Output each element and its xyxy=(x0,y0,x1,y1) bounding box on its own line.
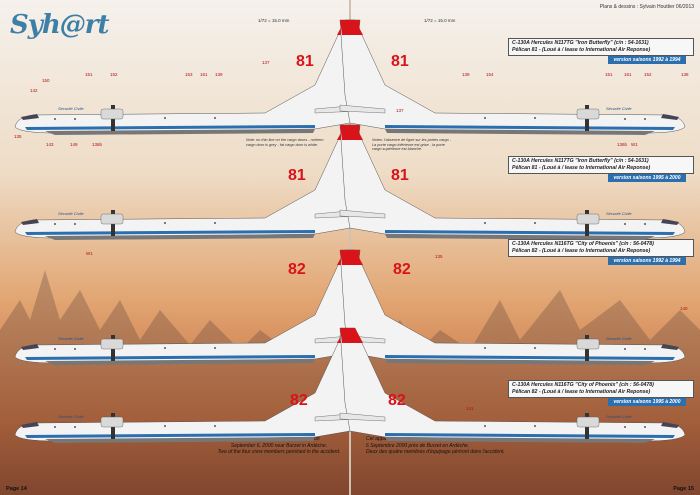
page-number-right: Page 15 xyxy=(673,486,694,492)
version-label-4: version saisons 1995 à 2000 xyxy=(608,398,686,406)
tail-number-right-4: 82 xyxy=(388,392,406,409)
sticker-right-3: Sécurité Civile xyxy=(606,336,632,341)
callout: 149 xyxy=(70,142,78,147)
aircraft-left-3 xyxy=(14,249,361,366)
title-line2: Pélican 82 - (Loué à / lease to Internat… xyxy=(512,389,651,395)
logo: Syh@rt xyxy=(10,10,109,40)
sticker-left-3: Sécurité Civile xyxy=(58,336,84,341)
sticker-right-2: Sécurité Civile xyxy=(606,211,632,216)
callout: 143 xyxy=(46,142,54,147)
callout: 139 xyxy=(215,72,223,77)
callout: 154 xyxy=(486,72,494,77)
callout: 140 xyxy=(680,306,688,311)
footnote-right-line: Deux des quatre membres d'équipage périr… xyxy=(366,449,505,455)
title-box-1: C-130A Hercules N117TG "Iron Butterfly" … xyxy=(508,38,694,56)
callout: 136b xyxy=(617,142,628,147)
scale-right: 1/72 = 15.0 mm xyxy=(424,18,456,23)
version-label-1: version saisons 1992 à 1994 xyxy=(608,56,686,64)
title-line2: Pélican 81 - (Loué à / lease to Internat… xyxy=(512,47,651,53)
aircraft-right-3 xyxy=(339,249,686,366)
callouts-left: 150 151 152 153 161 139 137 142 143 149 … xyxy=(14,60,270,256)
callout: W1 xyxy=(631,142,638,147)
aircraft-left-2 xyxy=(14,124,361,241)
page-number-left: Page 14 xyxy=(6,486,27,492)
tail-number-right-3: 82 xyxy=(393,261,411,278)
title-line2: Pélican 82 - (Loué à / lease to Internat… xyxy=(512,248,651,254)
version-label-2: version saisons 1995 à 2000 xyxy=(608,174,686,182)
callout: 141 xyxy=(466,406,474,411)
callout: 138 xyxy=(681,72,689,77)
note-left: Note: no thin line on the cargo doors - … xyxy=(246,138,324,147)
title-line1: C-130A Hercules N116TG "City of Phoenix"… xyxy=(512,382,654,388)
title-box-4: C-130A Hercules N116TG "City of Phoenix"… xyxy=(508,380,694,398)
callout: 150 xyxy=(42,78,50,83)
sticker-left-1: Sécurité Civile xyxy=(58,106,84,111)
callout: 152 xyxy=(644,72,652,77)
credit: Plans & dessins : Sylvain Houttier 06/20… xyxy=(599,4,694,10)
callout: 139 xyxy=(462,72,470,77)
callout: 142 xyxy=(30,88,38,93)
sticker-right-4: Sécurité Civile xyxy=(606,414,632,419)
tail-number-left-1: 81 xyxy=(296,53,314,70)
callout: 137 xyxy=(262,60,270,65)
footnote-right-line: 6 Septembre 2000 près de Burzet en Ardèc… xyxy=(366,442,470,449)
callout: 135 xyxy=(435,254,443,259)
title-line2: Pélican 81 - (Loué à / lease to Internat… xyxy=(512,165,651,171)
callout: 136b xyxy=(92,142,103,147)
callout: 153 xyxy=(185,72,193,77)
version-label-3: version saisons 1992 à 1994 xyxy=(608,257,686,265)
sticker-left-2: Sécurité Civile xyxy=(58,211,84,216)
footnote-left-line: September 6, 2000 near Burzet in Ardèche… xyxy=(230,442,328,449)
callouts-right: 151 161 154 139 138 137 152 135 141 136b… xyxy=(396,72,689,411)
callout: 137 xyxy=(396,108,404,113)
title-box-2: C-130A Hercules N117TG "Iron Butterfly" … xyxy=(508,156,694,174)
callout: 151 xyxy=(85,72,93,77)
callout: 152 xyxy=(110,72,118,77)
footnote-left-line: Two of the four crew members perished in… xyxy=(217,449,341,455)
callout: 161 xyxy=(624,72,632,77)
tail-number-left-3: 82 xyxy=(288,261,306,278)
callout: 151 xyxy=(605,72,613,77)
sticker-left-4: Sécurité Civile xyxy=(58,414,84,419)
page-gutter xyxy=(349,0,351,495)
tail-number-right-2: 81 xyxy=(391,167,409,184)
callout: 135 xyxy=(14,134,22,139)
aircraft-right-1 xyxy=(339,19,686,136)
tail-number-left-2: 81 xyxy=(288,167,306,184)
callout: 161 xyxy=(200,72,208,77)
callout: W1 xyxy=(86,251,93,256)
sticker-right-1: Sécurité Civile xyxy=(606,106,632,111)
note-right: Notes: l'absence de ligne sur les portes… xyxy=(372,138,452,152)
aircraft-left-1 xyxy=(14,19,361,136)
title-line1: C-130A Hercules N117TG "Iron Butterfly" … xyxy=(512,158,649,164)
title-line1: C-130A Hercules N117TG "Iron Butterfly" … xyxy=(512,40,649,46)
tail-number-right-1: 81 xyxy=(391,53,409,70)
tail-number-left-4: 82 xyxy=(290,392,308,409)
title-line1: C-130A Hercules N116TG "City of Phoenix"… xyxy=(512,241,654,247)
scale-left: 1/72 = 15.0 mm xyxy=(258,18,290,23)
